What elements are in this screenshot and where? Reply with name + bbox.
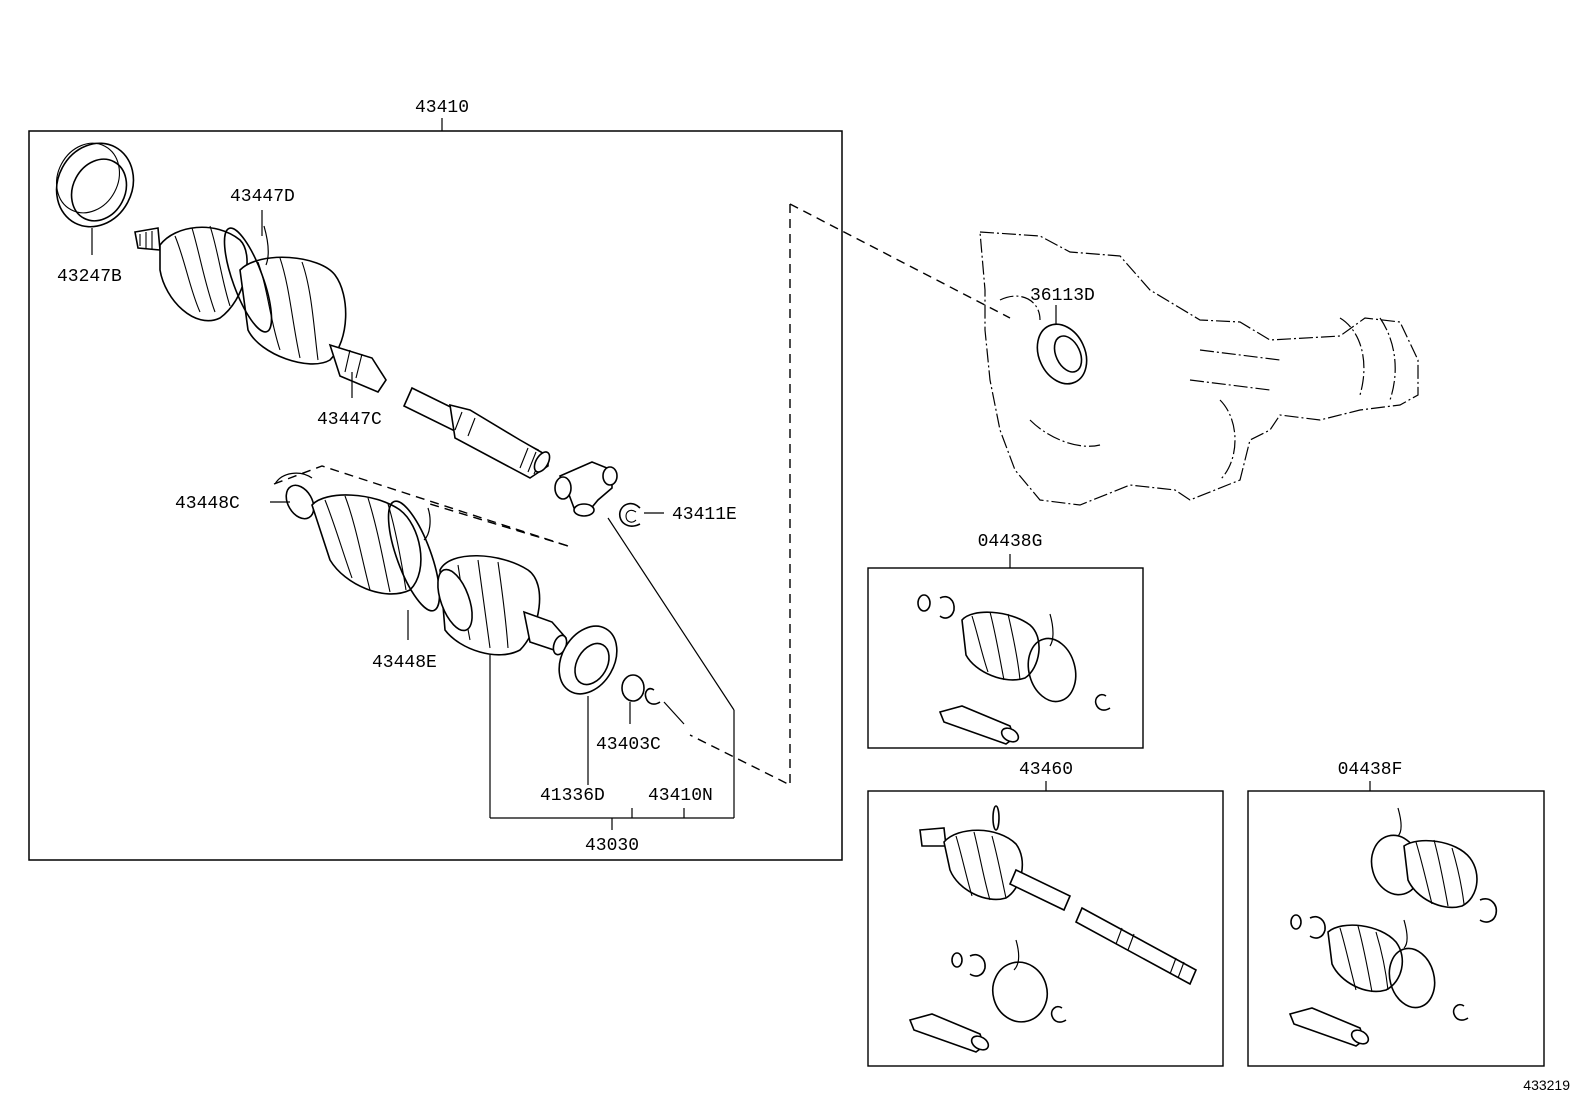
label-boot-clamp-inboard-small[interactable]: 43448C	[175, 494, 240, 514]
boot-kit-outboard-box	[1247, 790, 1545, 1067]
main-assembly-group: 43410 43247B 43447D 43447C	[28, 98, 843, 861]
transaxle-connection-line	[689, 204, 791, 787]
hole-snap-ring-part[interactable]	[644, 687, 661, 705]
diagram-id: 433219	[1523, 1077, 1570, 1093]
label-o-ring[interactable]: 43403C	[596, 735, 661, 755]
boot-kit-inboard-group: 04438G	[867, 532, 1144, 749]
dust-deflector-part[interactable]	[547, 616, 628, 704]
grease-tube[interactable]	[938, 705, 1015, 745]
main-assembly-box	[28, 130, 843, 861]
transaxle-oil-seal-part[interactable]	[1028, 316, 1096, 392]
inboard-joint-boot	[273, 465, 569, 612]
label-dust-deflector[interactable]: 41336D	[540, 786, 605, 806]
boot-kit-inboard-box	[867, 567, 1144, 749]
label-boot-clamp-outboard-small[interactable]: 43447C	[317, 410, 382, 430]
label-snap-ring[interactable]: 43411E	[672, 505, 737, 525]
oil-seal-part[interactable]	[42, 130, 148, 241]
snap-ring-part[interactable]	[618, 502, 641, 527]
o-ring-part[interactable]	[621, 674, 645, 702]
label-boot-clamp-inboard-large[interactable]: 43448E	[372, 653, 437, 673]
label-hole-snap-ring[interactable]: 43410N	[648, 786, 713, 806]
label-transaxle-oil-seal[interactable]: 36113D	[1030, 286, 1095, 306]
transaxle-connection-line-upper	[789, 203, 1011, 319]
transaxle-outline	[979, 231, 1419, 506]
label-oil-seal[interactable]: 43247B	[57, 267, 122, 287]
label-inboard-joint-assembly[interactable]: 43030	[585, 836, 639, 856]
grease-tube[interactable]	[908, 1013, 985, 1053]
drive-shaft	[402, 386, 551, 479]
grease-tube[interactable]	[1288, 1007, 1365, 1047]
outboard-joint-assembly-group: 43460	[867, 760, 1224, 1067]
tripod-joint[interactable]	[554, 461, 618, 517]
label-boot-clamp-outboard-large[interactable]: 43447D	[230, 187, 295, 207]
label-outboard-joint-assembly[interactable]: 43460	[1019, 760, 1073, 780]
label-main-assembly[interactable]: 43410	[415, 98, 469, 118]
outboard-joint-boot	[134, 225, 387, 393]
inboard-joint-housing	[437, 555, 568, 656]
inboard-joint-bracket	[489, 517, 735, 830]
outboard-joint-assembly-box	[867, 790, 1224, 1067]
label-boot-kit-outboard[interactable]: 04438F	[1338, 760, 1403, 780]
label-boot-kit-inboard[interactable]: 04438G	[978, 532, 1043, 552]
boot-kit-outboard-group: 04438F	[1247, 760, 1545, 1067]
